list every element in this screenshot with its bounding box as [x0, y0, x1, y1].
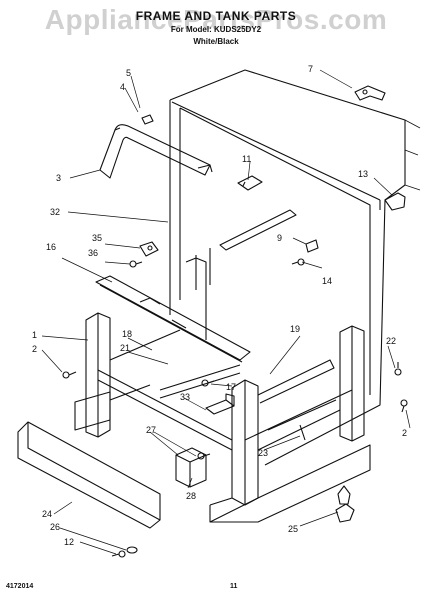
spacer-26: [126, 546, 138, 554]
callout-14: 14: [322, 276, 332, 286]
model-number: For Model: KUDS25DY2: [170, 25, 262, 34]
callout-5: 5: [126, 68, 131, 78]
page-title: FRAME AND TANK PARTS: [135, 9, 297, 23]
callout-25: 25: [288, 524, 298, 534]
callout-2-left: 2: [32, 344, 37, 354]
callout-24: 24: [42, 509, 52, 519]
callout-4: 4: [120, 82, 125, 92]
screw-12: [111, 550, 126, 558]
callout-2-right: 2: [402, 428, 407, 438]
screw-36: [129, 260, 143, 268]
fastener-9: [305, 239, 319, 253]
base-frame: [74, 257, 371, 523]
long-rail: [95, 275, 251, 363]
leg-leveler-25: [335, 485, 355, 523]
callout-23: 21: [120, 343, 130, 353]
callout-35: 35: [92, 233, 102, 243]
callout-7: 7: [308, 64, 313, 74]
bracket-part-7: [354, 85, 386, 101]
screw-2-left: [62, 371, 77, 379]
leader-lines: [41, 69, 411, 555]
callout-19: 19: [290, 324, 300, 334]
callout-3: 3: [56, 173, 61, 183]
clip-part-5: [141, 114, 154, 125]
bracket-part-13: [384, 192, 406, 211]
clip-part-35: [139, 241, 159, 257]
callout-32: 32: [50, 207, 60, 217]
callout-16: 16: [46, 242, 56, 252]
clip-part-11: [237, 175, 263, 191]
callout-9: 9: [277, 233, 282, 243]
callout-22: 22: [386, 336, 396, 346]
cross-support: [257, 359, 337, 441]
callout-26: 26: [50, 522, 60, 532]
callout-28: 28: [186, 491, 196, 501]
callout-11: 11: [242, 154, 251, 164]
screw-27: [197, 452, 211, 460]
toe-panel: [17, 421, 161, 529]
screw-2-right: [400, 399, 408, 413]
document-number: 4172014: [6, 583, 34, 590]
screw-14: [291, 258, 305, 266]
tank: [169, 69, 421, 466]
callout-1: 1: [32, 330, 37, 340]
screw-22: [394, 362, 402, 376]
callout-17: 17: [226, 382, 236, 392]
callout-12: 12: [64, 537, 74, 547]
screw-17: [201, 379, 215, 387]
page-number: 11: [230, 583, 238, 590]
callout-36: 36: [88, 248, 98, 258]
callout-33: 33: [180, 392, 190, 402]
top-frame-rod: [99, 124, 213, 179]
callout-18: 18: [122, 329, 132, 339]
bracket-part-33: [205, 393, 235, 415]
rear-rail: [195, 209, 297, 290]
callout-13: 13: [358, 169, 368, 179]
callouts: 5 4 7 3 11 13 32 9 14 35 36 16 1 2 18 21…: [32, 64, 407, 547]
callout-21: 23: [258, 448, 268, 458]
callout-27: 27: [146, 425, 156, 435]
color-variant: White/Black: [193, 37, 239, 46]
